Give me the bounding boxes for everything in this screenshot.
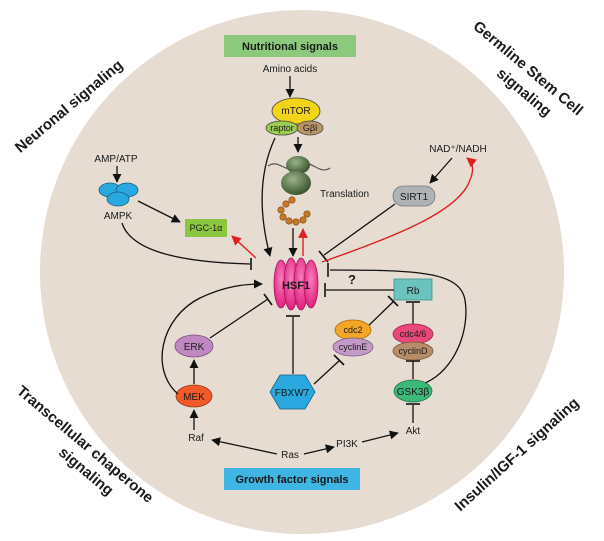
hsf1-to-pgc-red-arrow (231, 235, 257, 259)
nutritional-signals-box (224, 35, 356, 57)
pi3k-label: PI3K (336, 439, 358, 450)
mek-label: MEK (183, 392, 205, 403)
raptor-label: raptor (270, 123, 294, 133)
gsk3b-label: GSK3β (397, 387, 430, 398)
cdc2-inhibit-rb-bar (387, 295, 399, 307)
ras-to-raf-arrow (211, 437, 278, 455)
erk-inhibit-bar (263, 293, 273, 306)
akt-label: Akt (406, 426, 421, 437)
cdc46-label: cdc4/6 (400, 329, 427, 339)
cyclind-label: cyclinD (398, 346, 428, 356)
erk-inhibits-hsf1-line (209, 298, 269, 339)
rb-label: Rb (407, 286, 420, 297)
ampk-inhibits-hsf1-line (121, 222, 251, 265)
fbxw7-inhibit-cycline-bar (333, 354, 345, 366)
mek-node (175, 384, 213, 408)
growth-factor-signals-label: Growth factor signals (235, 474, 348, 486)
ribosome-small-subunit (286, 156, 310, 174)
amino-acids-label: Amino acids (263, 64, 317, 75)
cdc2-label: cdc2 (343, 325, 362, 335)
question-mark: ? (348, 272, 356, 287)
polypeptide-chain (277, 196, 311, 226)
nutritional-signals-label: Nutritional signals (242, 41, 338, 53)
ampk-to-pgc-arrow (137, 200, 181, 223)
cycline-label: cyclinE (339, 342, 368, 352)
gbl-node (296, 120, 324, 136)
ras-label: Ras (281, 450, 299, 461)
fbxw7-inhibits-cycline-line (313, 359, 341, 385)
gbl-label: Gβl (303, 123, 317, 133)
mek-to-hsf1-arrow (161, 279, 263, 395)
ampk-label: AMPK (104, 211, 133, 222)
fbxw7-node (269, 374, 316, 410)
sirt1-inhibits-hsf1-line (323, 203, 396, 256)
mtor-label: mTOR (281, 106, 310, 117)
mtor-node (271, 97, 321, 125)
sirt1-label: SIRT1 (400, 192, 429, 203)
amp-atp-label: AMP/ATP (94, 154, 137, 165)
erk-node (174, 334, 214, 358)
ribosome-large-subunit (281, 171, 311, 195)
growth-factor-signals-box (224, 468, 360, 490)
pi3k-to-akt-arrow (361, 430, 399, 443)
hsf1-to-nad-red-arrow (321, 157, 477, 263)
erk-label: ERK (184, 342, 205, 353)
raf-label: Raf (188, 433, 204, 444)
nad-nadh-label: NAD⁺/NADH (429, 144, 487, 155)
sirt1-node (392, 185, 436, 207)
nad-to-sirt1-arrow (429, 157, 453, 184)
hsf1-node (273, 257, 319, 311)
gsk3b-node (393, 379, 433, 403)
cycline-node (332, 337, 374, 357)
ras-to-pi3k-arrow (303, 444, 335, 455)
cyclind-node (392, 341, 434, 361)
fbxw7-label: FBXW7 (275, 388, 310, 399)
mtor-to-hsf1-arrow (261, 137, 276, 257)
hsf1-label: HSF1 (282, 280, 310, 292)
pgc-label: PGC-1α (190, 223, 223, 233)
gsk3b-inhibits-hsf1-line (329, 269, 467, 384)
ampk-node (98, 182, 139, 207)
translation-label: Translation (320, 189, 369, 200)
pgc-node (185, 219, 227, 237)
